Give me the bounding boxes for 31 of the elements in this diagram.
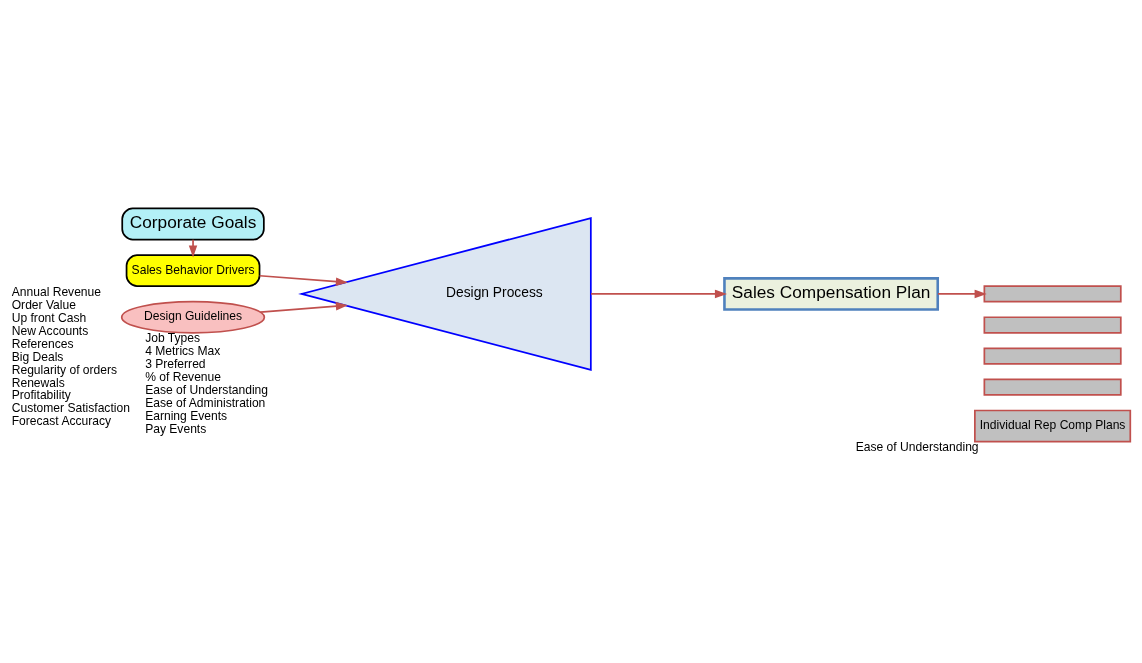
node-label: % of Revenue [145, 370, 222, 385]
arrow [188, 238, 198, 258]
node-label: 4 Metrics Max [145, 344, 221, 359]
node-label: Up front Cash [11, 310, 87, 325]
node-label: 3 Preferred [145, 357, 206, 372]
arrow [259, 302, 348, 313]
node-box [983, 285, 1122, 303]
node-box [983, 316, 1122, 334]
node-label: Job Types [145, 331, 200, 346]
node-box: Individual Rep Comp Plans [974, 409, 1132, 443]
node-box [983, 378, 1122, 396]
arrow [258, 274, 348, 286]
node-label: Profitability [11, 388, 71, 403]
node-box: Sales Behavior Drivers [125, 254, 261, 288]
node-label: Pay Events [145, 422, 207, 437]
node-label: Ease of Understanding [145, 383, 269, 398]
node-box [983, 347, 1122, 365]
arrow [937, 289, 987, 299]
node-label: Forecast Accuracy [11, 414, 112, 429]
arrow [590, 289, 727, 299]
node-label: References [11, 336, 74, 351]
node-label: Big Deals [11, 349, 64, 364]
node-label: Customer Satisfaction [11, 401, 130, 416]
node-label: Ease of Administration [145, 396, 266, 411]
node-label: Ease of Understanding [855, 440, 979, 455]
node-label: Order Value [11, 297, 76, 312]
node-box: Corporate Goals [121, 207, 265, 241]
node-label: Annual Revenue [11, 284, 102, 299]
node-ellipse: Design Guidelines [120, 300, 266, 334]
node-box: Sales Compensation Plan [723, 277, 940, 311]
node-label: Earning Events [145, 409, 228, 424]
